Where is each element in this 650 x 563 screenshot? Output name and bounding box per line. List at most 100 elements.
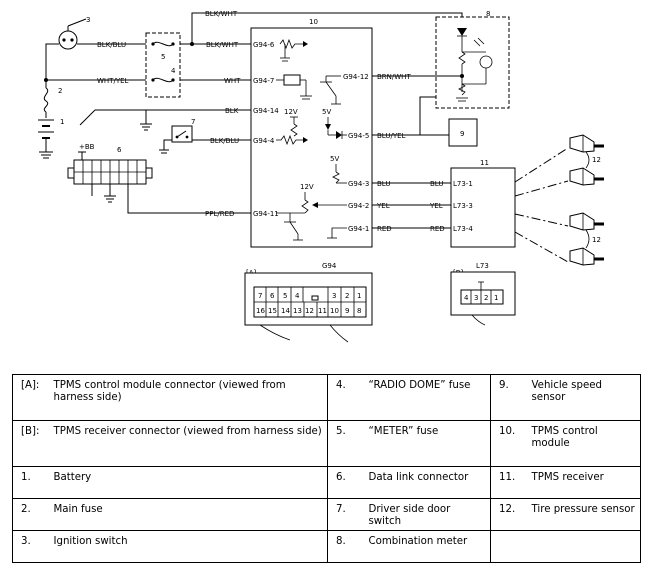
label-blu-left: BLU bbox=[377, 180, 390, 188]
label-blk: BLK bbox=[225, 107, 239, 115]
legend-text: Ignition switch bbox=[49, 530, 328, 563]
legend-key: [B]: bbox=[12, 420, 50, 467]
legend-key: 3. bbox=[12, 530, 50, 563]
dlc-bb-label: +BB bbox=[79, 143, 95, 151]
connector-b-name: L73 bbox=[476, 262, 489, 270]
label-blu-right: BLU bbox=[430, 180, 443, 188]
legend-text: Combination meter bbox=[364, 530, 491, 563]
g94-pin-3: 3 bbox=[332, 292, 336, 300]
legend-key: 8. bbox=[327, 530, 365, 563]
voltage-12v-b: 12V bbox=[300, 183, 314, 191]
g94-pin-8: 8 bbox=[357, 307, 361, 315]
main-fuse bbox=[43, 80, 49, 118]
tire-pressure-sensor-upper bbox=[569, 134, 604, 186]
legend-text: Battery bbox=[49, 466, 328, 499]
term-g94-11: G94-11 bbox=[253, 210, 279, 218]
term-g94-12: G94-12 bbox=[343, 73, 369, 81]
term-g94-4: G94-4 bbox=[253, 137, 275, 145]
data-link-connector bbox=[67, 151, 251, 214]
term-g94-7: G94-7 bbox=[253, 77, 274, 85]
voltage-5v-a: 5V bbox=[322, 108, 331, 116]
connector-b-l73: [B] L73 bbox=[450, 262, 516, 326]
label-blk-wht-top: BLK/WHT bbox=[205, 10, 238, 18]
callout-1: 1 bbox=[60, 118, 64, 126]
term-g94-5: G94-5 bbox=[348, 132, 369, 140]
vehicle-speed-sensor bbox=[448, 118, 478, 147]
term-g94-6: G94-6 bbox=[253, 41, 275, 49]
callout-8: 8 bbox=[486, 10, 490, 18]
battery bbox=[38, 119, 54, 159]
callout-11: 11 bbox=[480, 159, 489, 167]
legend-key: 11. bbox=[490, 466, 528, 499]
legend-row: [B]: TPMS receiver connector (viewed fro… bbox=[12, 420, 641, 467]
callout-6: 6 bbox=[117, 146, 122, 154]
callout-3: 3 bbox=[86, 16, 90, 24]
legend-text: Data link connector bbox=[364, 466, 491, 499]
legend-key: 7. bbox=[327, 498, 365, 531]
legend-key: 2. bbox=[12, 498, 50, 531]
legend-row: 1. Battery 6. Data link connector 11. TP… bbox=[12, 466, 641, 499]
g94-pin-13: 13 bbox=[293, 307, 302, 315]
door-switch bbox=[159, 125, 193, 154]
label-ppl-red: PPL/RED bbox=[205, 210, 234, 218]
legend-row: 3. Ignition switch 8. Combination meter bbox=[12, 530, 641, 563]
g94-pin-2: 2 bbox=[345, 292, 349, 300]
callout-7: 7 bbox=[191, 118, 195, 126]
callout-12-upper: 12 bbox=[592, 156, 601, 164]
callout-9: 9 bbox=[460, 130, 464, 138]
term-g94-2: G94-2 bbox=[348, 202, 369, 210]
label-yel-left: YEL bbox=[376, 202, 390, 210]
radio-dome-fuse bbox=[151, 77, 175, 83]
legend-text: “METER” fuse bbox=[364, 420, 491, 467]
legend-key: 4. bbox=[327, 374, 365, 421]
connector-a-g94: [A] G94 bbox=[244, 262, 373, 343]
g94-pin-16: 16 bbox=[256, 307, 265, 315]
label-wht-yel: WHT/YEL bbox=[97, 77, 129, 85]
label-blk-blu-door: BLK/BLU bbox=[210, 137, 239, 145]
label-wht: WHT bbox=[224, 77, 241, 85]
g94-pin-5: 5 bbox=[283, 292, 287, 300]
g94-pin-12: 12 bbox=[305, 307, 314, 315]
g94-pin-1: 1 bbox=[357, 292, 361, 300]
connector-a-name: G94 bbox=[322, 262, 337, 270]
meter-internal bbox=[456, 28, 493, 102]
meter-fuse bbox=[151, 41, 175, 47]
legend-text: Driver side door switch bbox=[364, 498, 491, 531]
fuse-box bbox=[145, 32, 181, 98]
tpms-control-module bbox=[250, 27, 373, 248]
l73-pin-4: 4 bbox=[464, 294, 469, 302]
term-g94-14: G94-14 bbox=[253, 107, 279, 115]
legend-key: 1. bbox=[12, 466, 50, 499]
legend-text: TPMS receiver bbox=[527, 466, 641, 499]
label-blk-wht-mid: BLK/WHT bbox=[206, 41, 239, 49]
term-l73-4: L73-4 bbox=[453, 225, 473, 233]
g94-pin-15: 15 bbox=[268, 307, 277, 315]
voltage-5v-b: 5V bbox=[330, 155, 339, 163]
g94-pin-11: 11 bbox=[318, 307, 327, 315]
legend-key: 10. bbox=[490, 420, 528, 467]
callout-12-lower: 12 bbox=[592, 236, 601, 244]
label-brn-wht: BRN/WHT bbox=[377, 73, 411, 81]
legend-key: 6. bbox=[327, 466, 365, 499]
legend-key: 5. bbox=[327, 420, 365, 467]
legend-key: [A]: bbox=[12, 374, 50, 421]
legend-text: TPMS receiver connector (viewed from har… bbox=[49, 420, 328, 467]
callout-2: 2 bbox=[58, 87, 62, 95]
legend-text: Main fuse bbox=[49, 498, 328, 531]
legend-text bbox=[527, 530, 641, 563]
g94-pin-9: 9 bbox=[345, 307, 349, 315]
callout-4: 4 bbox=[171, 67, 176, 75]
legend-text: TPMS control module bbox=[527, 420, 641, 467]
label-blk-blu-ign: BLK/BLU bbox=[97, 41, 126, 49]
g94-pin-4: 4 bbox=[295, 292, 300, 300]
legend-text: “RADIO DOME” fuse bbox=[364, 374, 491, 421]
ignition-switch bbox=[58, 18, 87, 50]
wiring-diagram: 3 BLK/BLU WHT/YEL 2 1 5 4 BLK bbox=[38, 10, 604, 343]
legend-row: [A]: TPMS control module connector (view… bbox=[12, 374, 641, 421]
legend-key bbox=[490, 530, 528, 563]
term-g94-3: G94-3 bbox=[348, 180, 369, 188]
l73-pin-3: 3 bbox=[474, 294, 478, 302]
legend-row: 2. Main fuse 7. Driver side door switch … bbox=[12, 498, 641, 531]
l73-pin-1: 1 bbox=[494, 294, 498, 302]
label-blu-yel: BLU/YEL bbox=[377, 132, 406, 140]
